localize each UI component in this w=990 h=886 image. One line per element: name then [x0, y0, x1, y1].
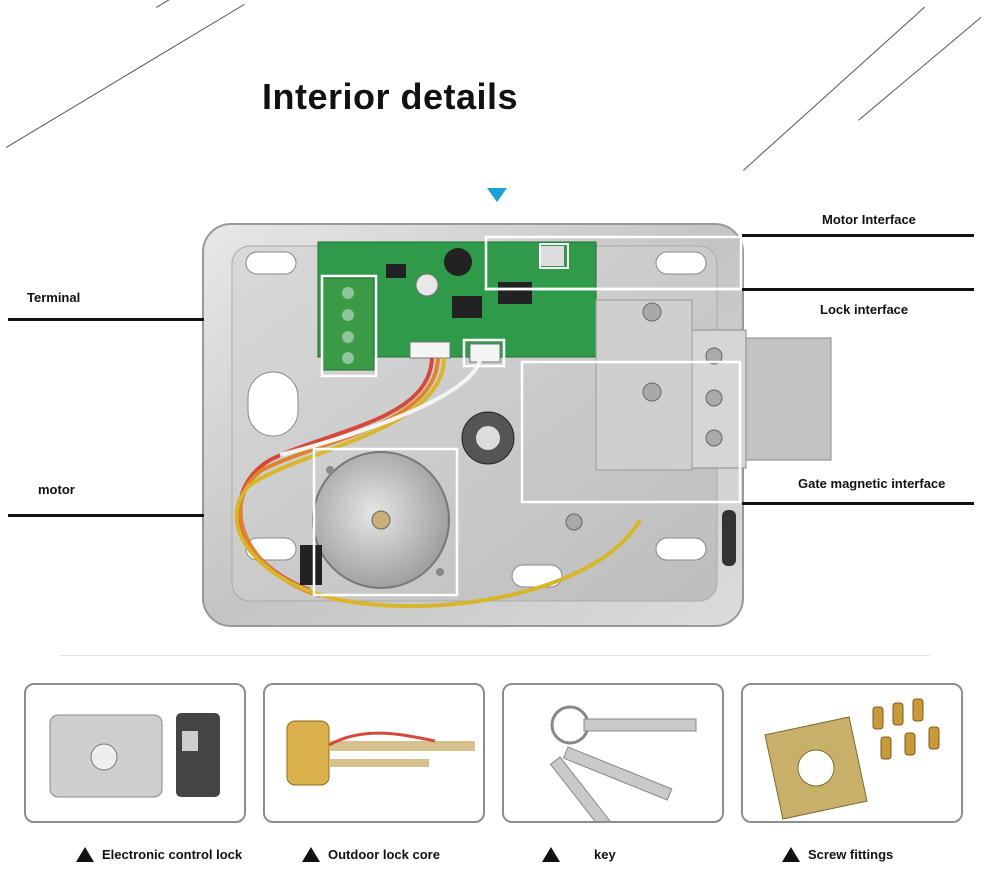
callout-lock-interface: Lock interface [820, 302, 909, 317]
page-title: Interior details [262, 76, 519, 117]
lock-interior-photo [202, 223, 832, 627]
mount-slot-br [655, 537, 707, 561]
lock-bolt [744, 337, 832, 461]
highlight-motor [312, 447, 459, 597]
caption-label: Electronic control lock [102, 846, 243, 862]
caption-key: key [542, 842, 616, 866]
caption-label: Outdoor lock core [328, 846, 440, 862]
caption-screw-fittings: Screw fittings [782, 842, 893, 866]
callout-motor: motor [38, 482, 75, 497]
callout-terminal: Terminal [27, 290, 81, 305]
thumb-outdoor-lock-core [263, 683, 485, 823]
callout-motor-interface: Motor Interface [822, 212, 916, 227]
wire-white [279, 359, 482, 457]
callout-line-terminal [8, 318, 204, 321]
highlight-gate [520, 360, 742, 504]
caption-outdoor-lock-core: Outdoor lock core [302, 842, 440, 866]
callout-line-gate [742, 502, 974, 505]
gate-sensor [722, 510, 736, 566]
wire-orange [238, 357, 440, 598]
triangle-icon [542, 846, 560, 862]
mount-slot-l [247, 371, 299, 437]
caption-electronic-control-lock: Electronic control lock [76, 842, 242, 866]
thumb-key [502, 683, 724, 823]
highlight-connector [462, 338, 506, 368]
triangle-icon [782, 846, 800, 862]
thumb-electronic-control-lock [24, 683, 246, 823]
callout-line-motor [8, 514, 204, 517]
caption-label: Screw fittings [808, 846, 894, 862]
lock-core-icon [286, 720, 330, 786]
triangle-icon [76, 846, 94, 862]
callout-line-motor-interface [742, 234, 974, 237]
wire-yellow [234, 357, 642, 609]
triangle-icon [302, 846, 320, 862]
callout-line-lock-interface [742, 288, 974, 291]
thumb-screw-fittings [741, 683, 963, 823]
mount-slot-tl [245, 251, 297, 275]
caption-label: key [594, 846, 616, 862]
down-arrow-icon [487, 188, 507, 202]
key-ring-icon [550, 705, 590, 745]
section-divider [60, 655, 930, 656]
mount-slot-tr [655, 251, 707, 275]
callout-gate-magnetic-interface: Gate magnetic interface [798, 476, 946, 491]
highlight-terminal [320, 274, 378, 378]
